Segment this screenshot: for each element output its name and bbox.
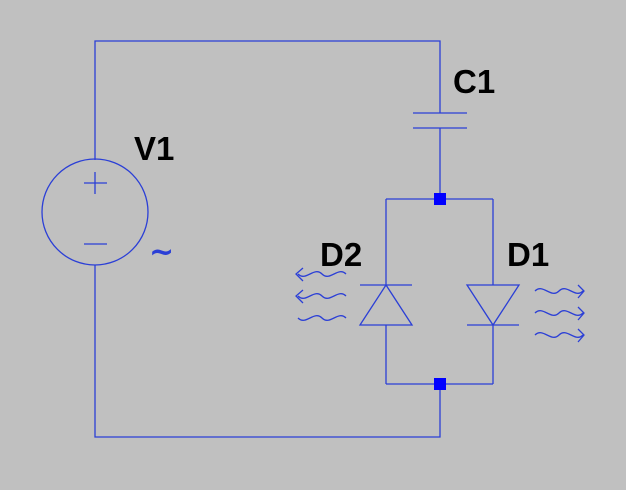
- junction-top[interactable]: [434, 193, 446, 205]
- wire-bottom[interactable]: [94, 265, 441, 438]
- label-c1: C1: [453, 63, 495, 100]
- label-d1: D1: [507, 236, 549, 273]
- led-d2[interactable]: D2: [295, 236, 414, 326]
- d1-light-arrows-icon: [534, 284, 585, 343]
- d2-triangle: [358, 283, 414, 326]
- voltage-source-v1[interactable]: V1 ~: [41, 130, 174, 270]
- label-d2: D2: [320, 236, 362, 273]
- wires: [94, 40, 494, 438]
- label-v1: V1: [134, 130, 174, 167]
- capacitor-c1[interactable]: C1: [413, 63, 495, 129]
- d1-triangle: [465, 284, 521, 327]
- source-circle: [41, 158, 149, 266]
- wire-top[interactable]: [94, 40, 441, 160]
- d2-light-arrows-icon: [295, 267, 347, 321]
- led-d1[interactable]: D1: [465, 236, 585, 343]
- ac-symbol-icon: ~: [149, 235, 174, 270]
- junction-bottom[interactable]: [434, 378, 446, 390]
